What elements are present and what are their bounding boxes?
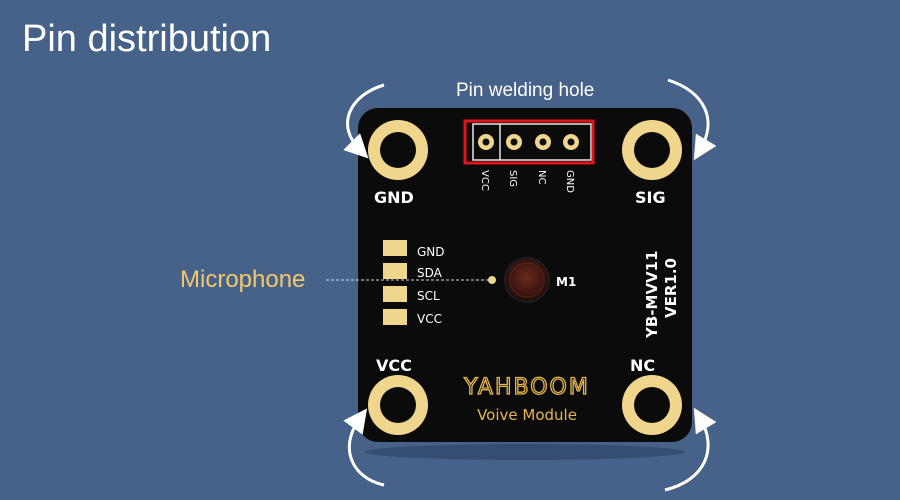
- component-ref-m1: M1: [556, 275, 576, 289]
- side-pad-label-sda: SDA: [417, 266, 443, 280]
- page-title: Pin distribution: [22, 18, 272, 60]
- top-pin-label-sig: SIG: [507, 170, 518, 187]
- rotate-arrow-top-left-icon: [343, 83, 385, 159]
- rotate-arrow-top-right-icon: [667, 78, 717, 161]
- mounting-hole-top-left: [368, 120, 428, 180]
- mounting-hole-top-right: [622, 120, 682, 180]
- brand-logo: YAHBOOM: [463, 375, 590, 400]
- side-pad-sda: [383, 263, 407, 279]
- rotate-arrow-bottom-right-icon: [664, 407, 717, 492]
- mounting-hole-bottom-left: [368, 375, 428, 435]
- microphone-leader-dot: [488, 276, 496, 284]
- side-pad-label-gnd: GND: [417, 245, 445, 259]
- side-pad-scl: [383, 286, 407, 302]
- side-pad-label-vcc: VCC: [417, 312, 442, 326]
- top-pin-label-vcc: VCC: [479, 170, 490, 191]
- mounting-hole-bottom-right: [622, 375, 682, 435]
- side-pad-vcc: [383, 309, 407, 325]
- rotate-arrow-bottom-left-icon: [343, 408, 385, 487]
- pin-holes: [478, 134, 579, 150]
- side-pads: [383, 240, 407, 325]
- side-pad-label-scl: SCL: [417, 289, 440, 303]
- module-name-text: Voive Module: [477, 406, 577, 424]
- board-shadow: [365, 444, 685, 460]
- pin-header-outline: [472, 123, 592, 161]
- corner-label-top-right: SIG: [635, 188, 666, 207]
- corner-label-top-left: GND: [374, 188, 414, 207]
- pin-header-highlight: [463, 119, 595, 165]
- top-pin-label-gnd: GND: [564, 170, 575, 193]
- corner-label-bottom-right: NC: [630, 356, 655, 375]
- corner-label-bottom-left: VCC: [376, 356, 412, 375]
- board-model-text: YB-MVV11: [643, 250, 661, 339]
- pin-welding-hole-label: Pin welding hole: [456, 80, 595, 101]
- top-pin-label-nc: NC: [536, 170, 547, 184]
- side-pad-gnd: [383, 240, 407, 256]
- microphone-component: [504, 257, 550, 303]
- microphone-label: Microphone: [180, 266, 306, 293]
- board-version-text: VER1.0: [662, 258, 680, 318]
